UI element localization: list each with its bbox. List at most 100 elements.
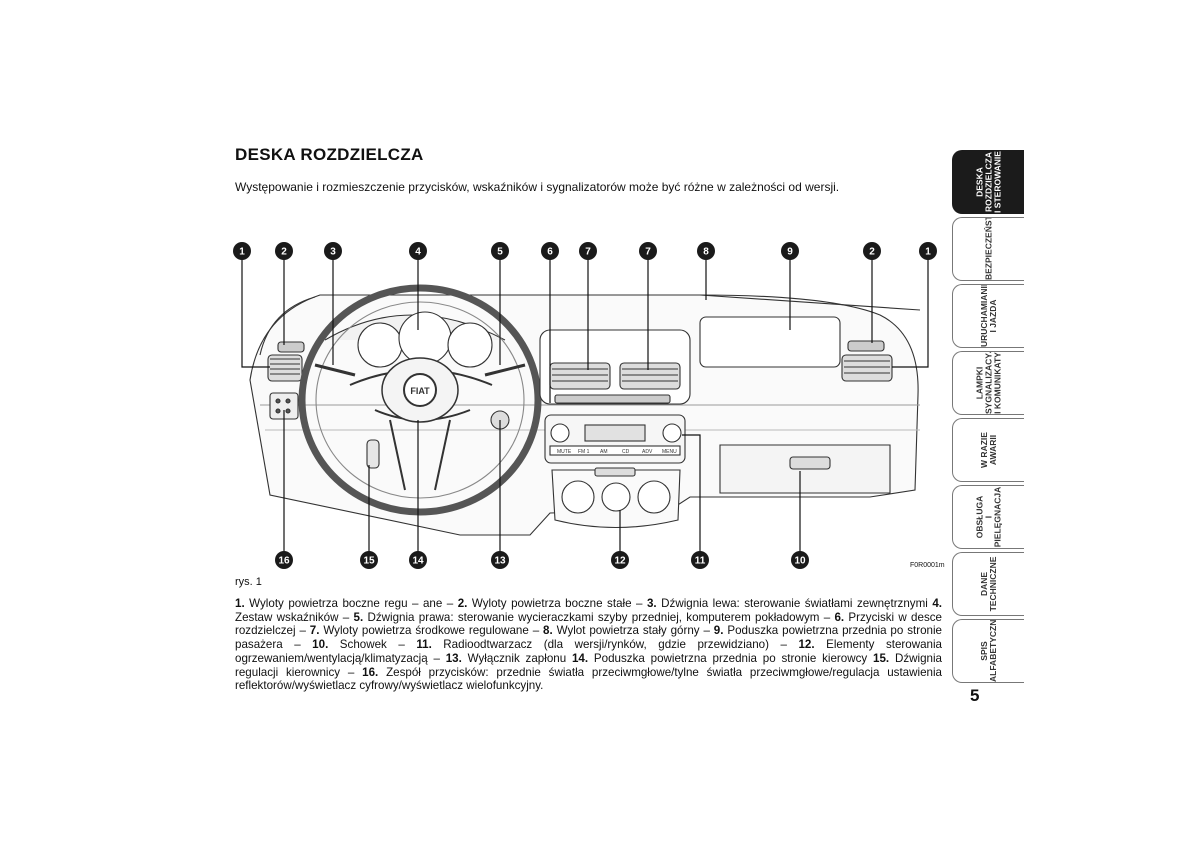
item-number: 15. (873, 651, 890, 665)
tab-label: LAMPKI SYGNALIZACYJNE I KOMUNIKATY (974, 351, 1002, 414)
callout-number: 2 (281, 247, 287, 258)
item-number: 5. (353, 610, 364, 624)
tab-bezpieczenstwo[interactable]: BEZPIECZEŃSTWO (952, 217, 1024, 281)
item-number: 3. (646, 597, 657, 610)
callout-number: 12 (614, 556, 626, 567)
callout-number: 16 (278, 556, 290, 567)
fiat-badge-text: FIAT (410, 386, 430, 396)
tab-dane-techniczne[interactable]: DANE TECHNICZNE (952, 552, 1024, 616)
item-text: Dźwignia lewa: sterowanie światłami zewn… (656, 597, 933, 610)
callout-5: 5 (491, 242, 509, 260)
callout-15: 15 (360, 551, 378, 569)
page-number: 5 (970, 686, 980, 705)
callout-number: 15 (363, 556, 375, 567)
callout-13: 13 (491, 551, 509, 569)
callout-number: 9 (787, 247, 793, 258)
callout-11: 11 (691, 551, 709, 569)
item-text: Zespół przycisków: przednie światła prze… (235, 665, 942, 693)
item-number: 9. (713, 624, 724, 638)
item-text: Wyloty powietrza boczne stałe – (467, 597, 647, 610)
callout-16: 16 (275, 551, 293, 569)
callout-number: 10 (794, 556, 806, 567)
callout-9: 9 (781, 242, 799, 260)
item-text: Wyłącznik zapłonu (461, 651, 572, 665)
radio-button-mute: MUTE (557, 449, 572, 455)
tab-label: SPIS ALFABETYCZNY (978, 619, 998, 682)
intro-text: Występowanie i rozmieszczenie przycisków… (235, 180, 840, 194)
callout-7: 7 (639, 242, 657, 260)
callout-number: 7 (645, 247, 651, 258)
callout-number: 8 (703, 247, 709, 258)
callout-number: 11 (695, 556, 706, 567)
item-text: Dźwignia regulacji kierownicy – (235, 651, 943, 679)
callout-12: 12 (611, 551, 629, 569)
tab-obsluga[interactable]: OBSŁUGA I PIELĘGNACJA (952, 485, 1024, 549)
item-text: Poduszka powietrzna przednia po stronie … (588, 651, 874, 665)
tab-label: URUCHAMIANIE I JAZDA (978, 284, 998, 347)
callout-number: 14 (412, 556, 424, 567)
figure-code: F0R0001m (910, 562, 945, 569)
radio-button-menu: MENU (662, 449, 677, 455)
item-text: Dźwignia prawa: sterowanie wycieraczkami… (363, 610, 835, 624)
dashboard-diagram: FIAT MUTE FM 1 AM CD ADV MENU (230, 235, 950, 580)
callout-number: 2 (869, 247, 875, 258)
tab-label: BEZPIECZEŃSTWO (983, 217, 993, 280)
item-text: Elementy sterowania ogrzewaniem/wentylac… (235, 638, 943, 665)
radio-buttons: MUTE FM 1 AM CD ADV MENU (549, 445, 681, 456)
figure-caption: rys. 1 (235, 576, 262, 588)
item-number: 14. (571, 651, 589, 665)
callout-10: 10 (791, 551, 809, 569)
callout-1: 1 (919, 242, 937, 260)
item-number: 10. (312, 638, 329, 652)
callout-number: 7 (585, 247, 591, 258)
tab-label: DANE TECHNICZNE (978, 556, 998, 612)
item-text: Wyloty powietrza środkowe regulowane – (319, 624, 544, 638)
callout-number: 3 (330, 247, 336, 258)
radio-button-fm1: FM 1 (578, 449, 590, 455)
callout-number: 13 (494, 556, 506, 567)
callout-number: 1 (239, 247, 245, 258)
item-text: Schowek – (328, 638, 417, 652)
callout-number: 5 (497, 247, 503, 258)
tab-uruchamianie[interactable]: URUCHAMIANIE I JAZDA (952, 284, 1024, 348)
callout-number: 6 (547, 247, 553, 258)
item-text: Wyloty powietrza boczne regu – ane – (244, 597, 458, 610)
tab-lampki[interactable]: LAMPKI SYGNALIZACYJNE I KOMUNIKATY (952, 351, 1024, 415)
callout-4: 4 (409, 242, 427, 260)
callout-3: 3 (324, 242, 342, 260)
callout-7: 7 (579, 242, 597, 260)
item-number: 1. (235, 597, 245, 610)
item-number: 16. (362, 665, 379, 679)
callout-1: 1 (233, 242, 251, 260)
item-number: 6. (834, 610, 845, 624)
item-number: 7. (309, 624, 320, 638)
item-text: Radioodtwarzacz (dla wersji/rynków, gdzi… (431, 638, 799, 652)
item-text: Wylot powietrza stały górny – (552, 624, 714, 638)
tab-label: OBSŁUGA I PIELĘGNACJA (974, 486, 1002, 548)
item-number: 2. (457, 597, 468, 610)
callout-14: 14 (409, 551, 427, 569)
callout-number: 4 (415, 247, 421, 258)
item-number: 11. (416, 638, 432, 652)
item-number: 12. (798, 638, 815, 652)
tab-deska-rozdzielcza[interactable]: DESKA ROZDZIELCZA I STEROWANIE (952, 150, 1024, 214)
callout-2: 2 (863, 242, 881, 260)
callout-6: 6 (541, 242, 559, 260)
tab-label: DESKA ROZDZIELCZA I STEROWANIE (974, 151, 1002, 213)
description-paragraph: 1. Wyloty powietrza boczne regu – ane – … (235, 597, 942, 693)
tab-label: W RAZIE AWARII (978, 432, 998, 468)
radio-button-adv: ADV (642, 449, 653, 455)
item-number: 13. (445, 651, 462, 665)
item-text: Poduszka powietrzna przednia po stronie … (235, 624, 942, 652)
item-number: 8. (543, 624, 553, 638)
callout-2: 2 (275, 242, 293, 260)
item-text: Zestaw wskaźników – (235, 610, 354, 624)
item-number: 4. (932, 597, 942, 610)
radio-button-am: AM (600, 449, 608, 455)
callout-8: 8 (697, 242, 715, 260)
callout-number: 1 (925, 247, 931, 258)
item-text: Przyciski w desce rozdzielczej – (235, 610, 942, 638)
tab-w-razie-awarii[interactable]: W RAZIE AWARII (952, 418, 1024, 482)
radio-button-cd: CD (622, 449, 630, 455)
tab-spis-alfabetyczny[interactable]: SPIS ALFABETYCZNY (952, 619, 1024, 683)
